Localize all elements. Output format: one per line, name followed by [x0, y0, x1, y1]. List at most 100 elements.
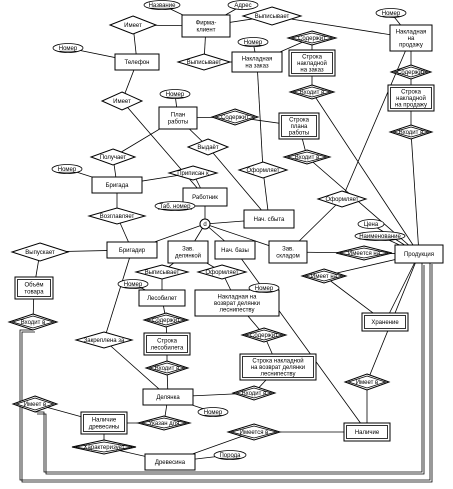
- attribute-a6[interactable]: Номер: [159, 89, 191, 99]
- relationship-r27[interactable]: Имеет в: [343, 373, 391, 391]
- relationship-r14[interactable]: Приписан к: [167, 165, 219, 181]
- relationship-r23[interactable]: Содержит: [142, 312, 190, 328]
- relationship-diamond: [226, 423, 282, 441]
- relationship-r19[interactable]: Имеет на: [300, 268, 348, 284]
- attribute-a11[interactable]: Номер: [117, 279, 149, 289]
- relationship-r31[interactable]: Имеется в: [226, 423, 282, 441]
- attribute-a2[interactable]: Адрес: [227, 0, 259, 10]
- entity-delyanka[interactable]: Делянка: [142, 388, 194, 406]
- relationship-r18-label: Выпускает: [25, 250, 55, 256]
- attribute-a8[interactable]: Таб. номер: [154, 201, 196, 211]
- entity-prod[interactable]: Продукция: [394, 244, 444, 264]
- attribute-a10[interactable]: Наименование: [354, 231, 406, 241]
- entity-inner-box: [146, 335, 188, 353]
- attribute-oval: [154, 201, 196, 211]
- relationship-r8[interactable]: Входит в: [388, 124, 434, 140]
- attribute-a5[interactable]: Номер: [237, 37, 269, 47]
- relationship-r10[interactable]: Выдаёт: [186, 138, 230, 156]
- relationship-r13[interactable]: Оформляет: [237, 161, 289, 179]
- attribute-a4[interactable]: Номер: [52, 43, 84, 53]
- relationship-r12[interactable]: Входит в: [282, 149, 332, 165]
- connection-ord-r13: [256, 61, 264, 171]
- entity-avail[interactable]: Наличие: [343, 422, 391, 442]
- relationship-r4[interactable]: Содержит: [286, 30, 338, 46]
- relationship-r3[interactable]: Выписывает: [176, 53, 232, 71]
- relationship-r7[interactable]: Имеет: [100, 91, 144, 111]
- attribute-a9[interactable]: Цена: [357, 219, 385, 229]
- relationship-r17[interactable]: Имеется на: [335, 245, 393, 261]
- entity-firm[interactable]: Фирма-клиент: [181, 14, 231, 38]
- relationship-r6[interactable]: Входит в: [288, 84, 336, 100]
- entity-tel-label-0: Телефон: [125, 60, 150, 66]
- relationship-r1[interactable]: Имеет: [108, 15, 158, 35]
- relationship-r18[interactable]: Выпускает: [10, 242, 70, 262]
- entity-baseboss[interactable]: Нач. базы: [214, 240, 256, 260]
- entity-tel[interactable]: Телефон: [114, 53, 160, 71]
- entity-deputy[interactable]: Зав.делянкой: [167, 240, 209, 264]
- attribute-a3[interactable]: Номер: [375, 8, 407, 18]
- isa-disjoint-circle: d: [199, 218, 211, 230]
- entity-species[interactable]: Древесина: [144, 453, 196, 471]
- relationship-diamond: [343, 373, 391, 391]
- entity-ordrow-label-0: Строка: [302, 54, 323, 60]
- relationship-r28[interactable]: Входит в: [231, 385, 277, 401]
- relationship-r11[interactable]: Получает: [89, 148, 137, 166]
- relationship-r24[interactable]: Содержит: [240, 327, 288, 343]
- relationship-r11-label: Получает: [100, 155, 127, 161]
- entity-store[interactable]: Хранение: [361, 312, 409, 332]
- isa-circle: [199, 218, 211, 230]
- relationship-diamond: [7, 313, 59, 331]
- relationship-r5[interactable]: Содержит: [389, 64, 433, 80]
- relationship-r15[interactable]: Оформляет: [316, 190, 368, 208]
- entity-inner-box: [83, 414, 125, 432]
- attribute-a7[interactable]: Номер: [51, 164, 83, 174]
- entity-brigadir[interactable]: Бригадир: [106, 241, 158, 259]
- attribute-a6-label: Номер: [166, 92, 185, 98]
- attribute-a14[interactable]: Порода: [213, 450, 247, 460]
- relationship-r26[interactable]: Входит в: [144, 360, 190, 376]
- entity-storeboss[interactable]: Зав.складом: [268, 240, 308, 264]
- entity-sale-label-0: Накладная: [396, 29, 427, 35]
- relationship-r29[interactable]: Имеет в: [11, 395, 59, 413]
- relationship-r22[interactable]: Входит в: [7, 313, 59, 331]
- entity-box: [80, 411, 128, 435]
- entity-ord-label-1: на заказ: [245, 63, 268, 69]
- relationship-r30[interactable]: Указан для: [136, 415, 192, 431]
- attribute-a13[interactable]: Номер: [197, 407, 229, 417]
- attribute-a1[interactable]: Название: [143, 0, 181, 10]
- relationship-r32-label: Характеризует: [84, 445, 125, 451]
- relationship-r16[interactable]: Возглавляет: [87, 207, 147, 225]
- relationship-r2-label: Выписывает: [255, 14, 290, 20]
- relationship-r25[interactable]: Закреплена за: [74, 331, 134, 349]
- entity-brig-label-0: Бригада: [106, 183, 130, 189]
- entity-worker[interactable]: Работник: [182, 187, 228, 207]
- attribute-a12[interactable]: Номер: [248, 283, 280, 293]
- entity-salerow-label-1: накладной: [396, 95, 426, 102]
- entity-salesboss[interactable]: Нач. сбыта: [243, 209, 295, 229]
- relationship-r9[interactable]: Содержит: [210, 108, 260, 126]
- relationship-r21[interactable]: Оформляет: [196, 264, 248, 280]
- entity-ticket[interactable]: Лесобилет: [138, 289, 186, 307]
- entity-brig[interactable]: Бригада: [91, 176, 143, 194]
- entity-wood-label-1: древесины: [89, 424, 120, 430]
- relationship-diamond: [210, 108, 260, 126]
- relationship-r2[interactable]: Выписывает: [241, 6, 303, 26]
- relationship-r23-label: Содержит: [152, 318, 180, 324]
- relationship-r32[interactable]: Характеризует: [71, 439, 137, 455]
- relationship-diamond: [300, 268, 348, 284]
- entity-delyanka-label-0: Делянка: [156, 395, 180, 401]
- relationship-r20[interactable]: Выписывает: [134, 264, 190, 280]
- entity-box: [394, 244, 444, 264]
- attribute-oval: [197, 407, 229, 417]
